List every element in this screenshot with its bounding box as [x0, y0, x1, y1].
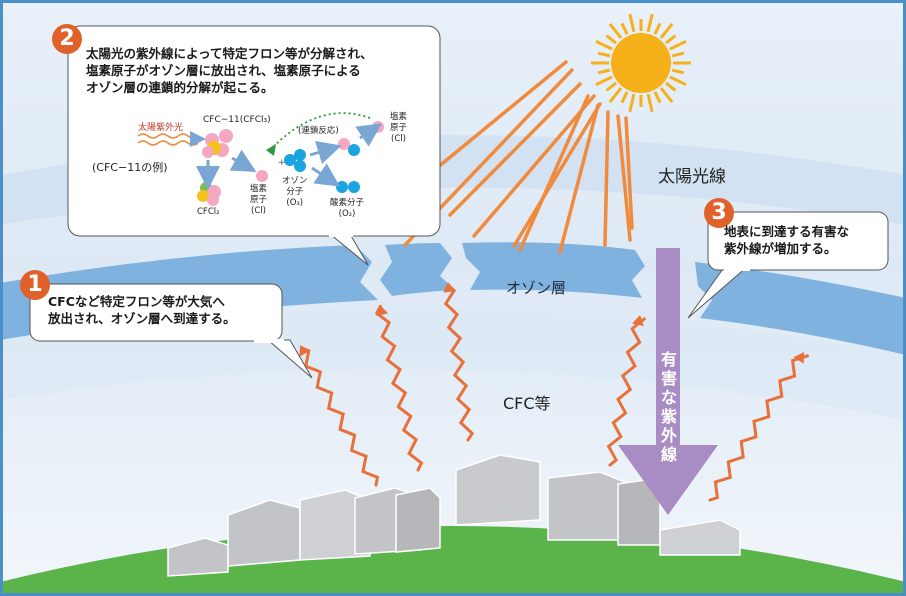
sunlight-ray — [430, 60, 568, 174]
cfc-wave — [300, 346, 380, 487]
sun-spike — [659, 22, 674, 39]
cfc-wave — [708, 354, 809, 502]
sun-spike — [628, 13, 636, 33]
inset-chlorine-label: 塩素 原子 (Cl) — [250, 184, 268, 216]
inset-uv-label: 太陽紫外光 — [138, 123, 184, 133]
sun-spike — [597, 68, 611, 75]
step-3-text: 地表に到達する有害な 紫外線が増加する。 — [724, 224, 850, 256]
callout-1-bubble — [29, 283, 313, 379]
sun-spike — [608, 22, 623, 39]
sun-spike — [665, 81, 677, 92]
step-1-badge: 1 — [20, 270, 50, 300]
cfc-wave — [606, 317, 646, 467]
sunlight-ray — [616, 114, 632, 242]
inset-chain-label: (連鎖反応) — [298, 126, 339, 136]
sunlight-label: 太陽光線 — [658, 167, 726, 187]
sun-spike — [653, 22, 662, 35]
sun-spike — [605, 34, 617, 45]
step-1-text: CFCなど特定フロン等が大気へ 放出され、オゾン層へ到達する。 — [48, 294, 236, 326]
inset-oxygen-label: 酸素分子 (O₂) — [330, 198, 365, 219]
sun-spike — [659, 87, 674, 104]
callout-3-bubble — [687, 211, 889, 319]
step-2-badge: 2 — [52, 24, 82, 54]
cfc-wave-head — [632, 315, 644, 326]
sun-spike — [597, 51, 611, 58]
cfc-wave — [374, 304, 424, 472]
sunlight-ray — [624, 116, 634, 230]
cfc-wavy-arrows — [299, 282, 809, 502]
sun-spike — [595, 39, 613, 51]
step-2-text: 太陽光の紫外線によって特定フロン等が分解され、 塩素原子がオゾン層に放出され、塩… — [86, 46, 373, 95]
sun-spike — [646, 13, 654, 33]
sun-spike — [605, 81, 617, 92]
sun-icon — [591, 13, 691, 113]
cfc-wave-head — [793, 352, 804, 364]
ozone-layer-label: オゾン層 — [506, 279, 567, 297]
sun-spike — [608, 87, 623, 104]
callout-2-bubble — [67, 25, 441, 266]
sunlight-ray — [448, 82, 582, 217]
sun-spike — [595, 75, 613, 87]
sunlight-ray — [472, 94, 596, 238]
cfc-label: CFC等 — [503, 394, 551, 413]
inset-cfcl2-label: CFCl₂ — [197, 207, 220, 217]
sunlight-ray — [512, 102, 602, 248]
sun-spike — [628, 93, 636, 113]
inset-ozone-label: オゾン 分子 (O₃) — [282, 176, 308, 208]
harmful-uv-arrow — [618, 248, 718, 515]
sun-spike — [671, 51, 685, 58]
inset-chlorine-label-2: 塩素 原子 (Cl) — [390, 112, 408, 144]
step-3-badge: 3 — [704, 198, 734, 228]
sun-spike — [620, 22, 629, 35]
sun-spike — [653, 91, 662, 104]
cfc-wave — [443, 283, 475, 442]
cfc-wave-head — [376, 305, 389, 317]
sun-spike — [669, 39, 687, 51]
inset-molecule-diagram: + — [137, 112, 384, 206]
sunlight-ray — [518, 94, 590, 252]
sun-spike — [665, 34, 677, 45]
svg-text:+: + — [278, 158, 286, 168]
inset-example-label: (CFC−11の例) — [92, 161, 168, 174]
sun-spike — [671, 68, 685, 75]
cfc-wave-head — [443, 282, 456, 293]
sun-spike — [646, 93, 654, 113]
sun-spike — [669, 75, 687, 87]
inset-cfc11-label: CFC−11(CFCl₃) — [203, 115, 271, 125]
harmful-uv-label: 有害な紫外線 — [660, 350, 677, 464]
cfc-wave-head — [299, 345, 311, 357]
buildings — [167, 454, 741, 577]
sunlight-ray — [603, 110, 610, 247]
sunlight-ray — [558, 103, 600, 254]
sun-spike — [620, 91, 629, 104]
